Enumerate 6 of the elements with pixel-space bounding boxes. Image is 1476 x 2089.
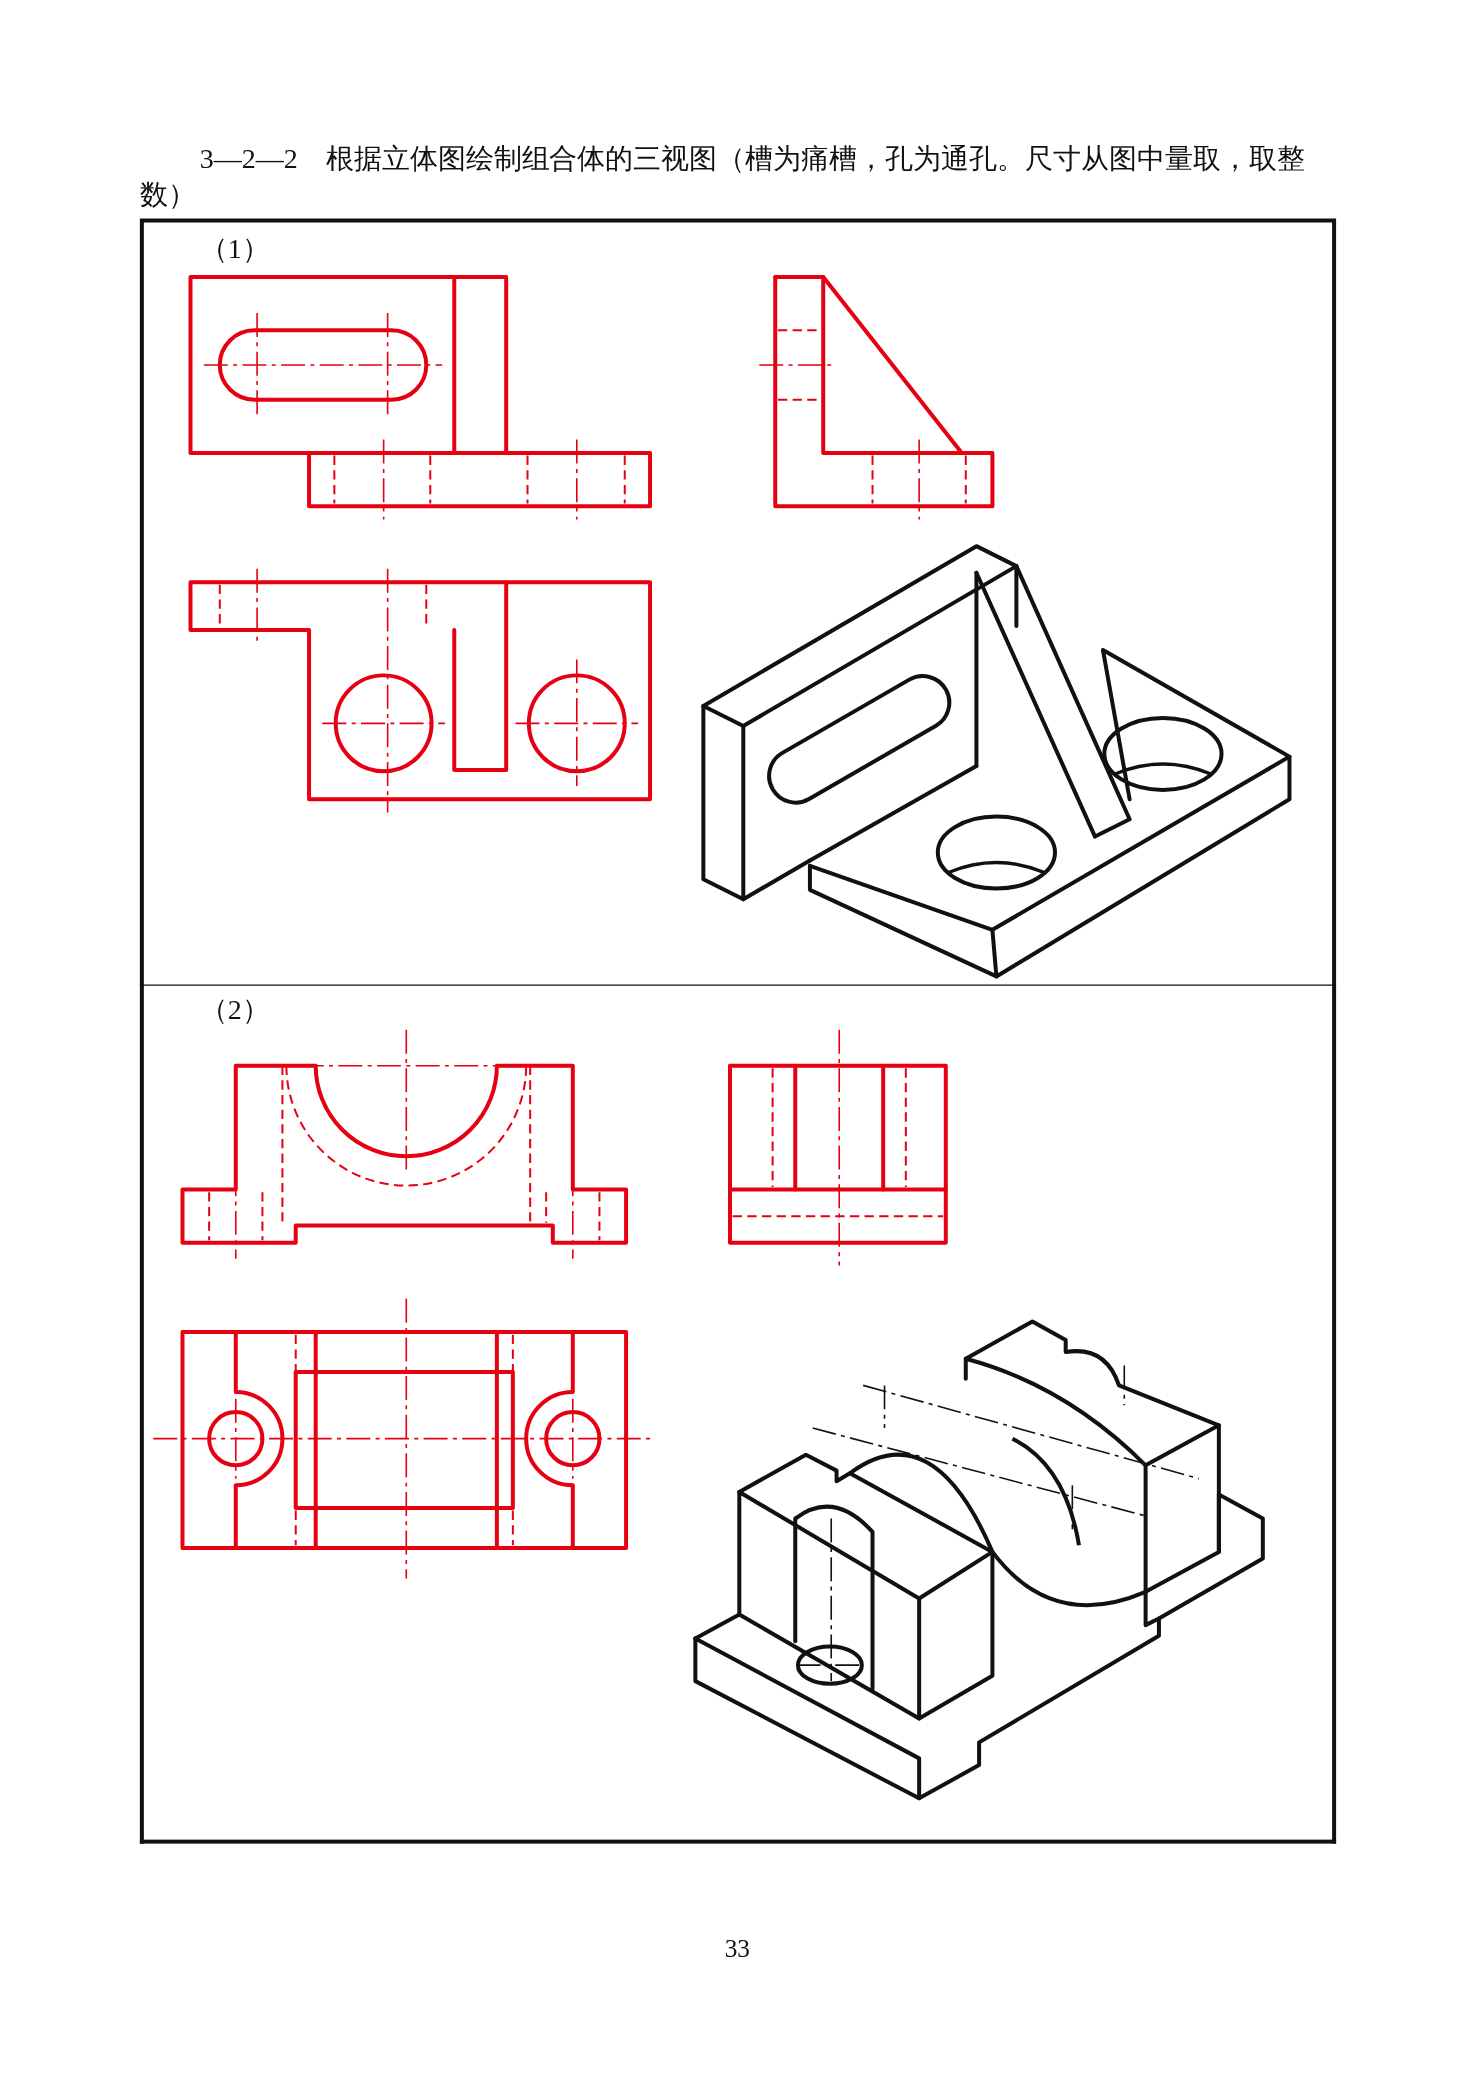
panel-frame xyxy=(139,984,1337,1844)
panel-number: （1） xyxy=(199,232,270,268)
page-number: 33 xyxy=(724,1934,750,1964)
panel-number: （2） xyxy=(199,992,270,1028)
panel-frame xyxy=(139,218,1337,986)
heading-text: 3—2—2 根据立体图绘制组合体的三视图（槽为痛槽，孔为通孔。尺寸从图中量取，取整数） xyxy=(139,141,1306,213)
